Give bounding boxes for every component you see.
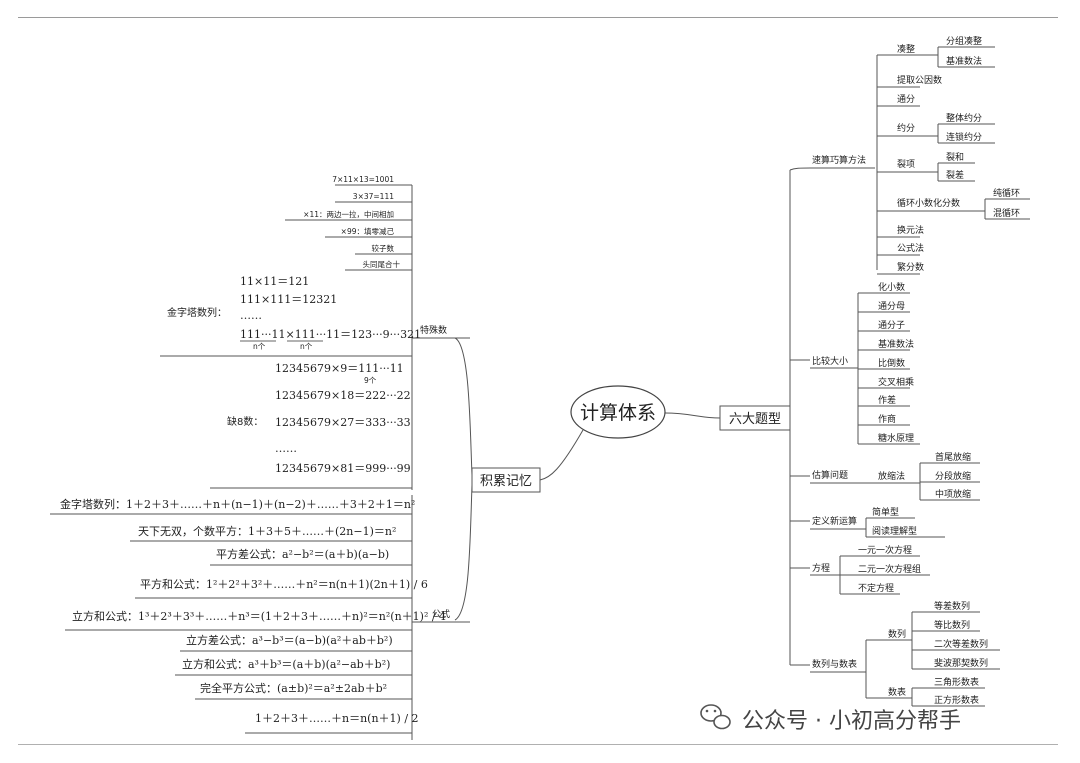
node-complex-fraction[interactable]: 繁分数 (897, 261, 924, 273)
node-sequence[interactable]: 数列 (888, 628, 906, 640)
group-quick-calc[interactable]: 速算巧算方法 (812, 154, 866, 166)
compare-item[interactable]: 比倒数 (878, 357, 905, 369)
compare-item[interactable]: 糖水原理 (878, 432, 914, 444)
six-types-node[interactable] (719, 405, 791, 431)
special-item[interactable]: 3×37=111 (353, 192, 394, 201)
node-split[interactable]: 裂项 (897, 159, 915, 170)
equation-item[interactable]: 二元一次方程组 (858, 563, 921, 575)
formula-item: 平方差公式：a²−b²＝(a＋b)(a−b) (216, 547, 389, 561)
table-item[interactable]: 正方形数表 (934, 694, 979, 706)
compare-item[interactable]: 交叉相乘 (878, 376, 914, 388)
node-common-denominator[interactable]: 通分 (897, 94, 915, 105)
special-numbers-label[interactable]: 特殊数 (420, 324, 447, 336)
pyramid-note: n个 (253, 342, 266, 351)
sequence-item[interactable]: 等差数列 (934, 600, 970, 612)
pyramid-label: 金字塔数列： (167, 306, 227, 319)
node-chain-reduce[interactable]: 连锁约分 (946, 131, 982, 143)
missing8-label: 缺8数： (227, 415, 263, 428)
memory-node[interactable] (471, 467, 541, 493)
formula-item: 立方和公式：a³＋b³＝(a＋b)(a²−ab＋b²) (182, 657, 390, 671)
formulas-label[interactable]: 公式 (432, 608, 450, 620)
missing8-line: 12345679×18＝222···22 (275, 389, 411, 402)
group-equation[interactable]: 方程 (812, 562, 830, 574)
formula-item: 完全平方公式：(a±b)²＝a²±2ab＋b² (200, 681, 387, 695)
compare-item[interactable]: 基准数法 (878, 338, 914, 350)
node-group-round[interactable]: 分组凑整 (946, 35, 982, 47)
compare-item[interactable]: 作差 (878, 394, 896, 406)
new-op-item[interactable]: 简单型 (872, 506, 899, 518)
group-new-op[interactable]: 定义新运算 (812, 515, 857, 527)
formula-item: 金字塔数列：1＋2＋3＋……＋n＋(n−1)＋(n−2)＋……＋3＋2＋1＝n² (60, 497, 415, 511)
compare-item[interactable]: 作商 (878, 413, 896, 425)
formula-item: 平方和公式：1²＋2²＋3²＋……＋n²＝n(n＋1)(2n＋1) / 6 (140, 577, 428, 591)
sequence-item[interactable]: 斐波那契数列 (934, 657, 988, 669)
compare-item[interactable]: 通分母 (878, 301, 905, 312)
node-formula-method[interactable]: 公式法 (897, 242, 924, 254)
formula-item: 立方和公式：1³＋2³＋3³＋……＋n³＝(1＋2＋3＋……＋n)²＝n²(n＋… (72, 609, 446, 623)
group-compare[interactable]: 比较大小 (812, 355, 848, 367)
memory-label: 积累记忆 (480, 473, 532, 489)
node-scaling[interactable]: 放缩法 (878, 470, 905, 482)
node-split-sum[interactable]: 裂和 (946, 152, 964, 163)
node-table[interactable]: 数表 (888, 686, 906, 698)
new-op-item[interactable]: 阅读理解型 (872, 525, 917, 537)
node-round[interactable]: 凑整 (897, 43, 915, 55)
top-border (18, 17, 1058, 18)
pyramid-line: 111···11×111···11＝123···9···321 (240, 328, 421, 341)
watermark-text: 公众号 · 小初高分帮手 (742, 709, 961, 734)
formula-item: 立方差公式：a³−b³＝(a−b)(a²＋ab＋b²) (186, 633, 393, 647)
estimate-item[interactable]: 首尾放缩 (935, 451, 971, 463)
special-item[interactable]: 较子数 (372, 243, 395, 253)
missing8-line: 12345679×27＝333···33 (275, 416, 411, 429)
center-node[interactable] (570, 385, 666, 439)
missing8-note: 9个 (364, 376, 377, 385)
equation-item[interactable]: 不定方程 (858, 582, 894, 594)
node-split-diff[interactable]: 裂差 (946, 169, 964, 181)
compare-item[interactable]: 通分子 (878, 320, 905, 331)
formula-item: 1＋2＋3＋……＋n＝n(n＋1) / 2 (255, 712, 419, 725)
node-substitution[interactable]: 换元法 (897, 224, 924, 236)
node-common-factor[interactable]: 提取公因数 (897, 74, 942, 86)
group-sequence[interactable]: 数列与数表 (812, 658, 857, 670)
equation-item[interactable]: 一元一次方程 (858, 544, 912, 556)
special-item[interactable]: ×11：两边一拉，中间相加 (303, 209, 394, 219)
special-item[interactable]: 7×11×13=1001 (332, 175, 394, 184)
table-item[interactable]: 三角形数表 (934, 676, 979, 688)
pyramid-line: …… (240, 309, 262, 322)
missing8-line: …… (275, 442, 297, 455)
pyramid-line: 11×11＝121 (240, 275, 309, 288)
node-mixed-recurring[interactable]: 混循环 (993, 207, 1020, 219)
wechat-icon (700, 704, 731, 730)
compare-item[interactable]: 化小数 (878, 281, 905, 293)
bottom-border (18, 744, 1058, 745)
special-item[interactable]: 头同尾合十 (363, 259, 401, 269)
watermark: 公众号 · 小初高分帮手 (700, 704, 961, 734)
six-types-label: 六大题型 (729, 412, 781, 427)
missing8-line: 12345679×81＝999···99 (275, 462, 411, 475)
pyramid-note: n个 (300, 342, 313, 351)
pyramid-line: 111×111＝12321 (240, 293, 337, 306)
node-base-number[interactable]: 基准数法 (946, 55, 982, 67)
node-whole-reduce[interactable]: 整体约分 (946, 112, 982, 124)
estimate-item[interactable]: 中项放缩 (935, 488, 971, 500)
node-recurring-decimal[interactable]: 循环小数化分数 (897, 197, 960, 209)
formula-item: 天下无双，个数平方：1＋3＋5＋……＋(2n−1)＝n² (138, 524, 396, 538)
center-label: 计算体系 (580, 402, 656, 424)
node-pure-recurring[interactable]: 纯循环 (993, 187, 1020, 199)
missing8-line: 12345679×9＝111···11 (275, 362, 404, 375)
group-estimate[interactable]: 估算问题 (812, 469, 848, 481)
sequence-item[interactable]: 二次等差数列 (934, 638, 988, 650)
special-item[interactable]: ×99：填零减己 (341, 226, 395, 236)
node-reduce[interactable]: 约分 (897, 122, 915, 134)
sequence-item[interactable]: 等比数列 (934, 619, 970, 631)
estimate-item[interactable]: 分段放缩 (935, 470, 971, 482)
